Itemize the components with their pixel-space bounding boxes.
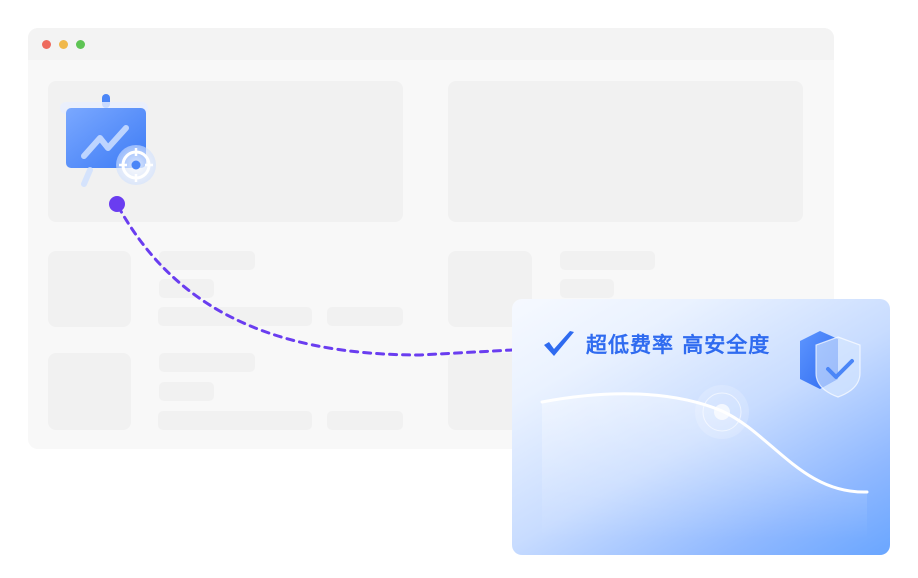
skeleton-line: [159, 382, 214, 401]
skeleton-line: [327, 307, 403, 326]
feature-card: 超低费率 高安全度: [512, 299, 890, 555]
browser-window: [28, 28, 834, 449]
card-title: 超低费率 高安全度: [586, 333, 771, 357]
checkmark-icon: [544, 331, 574, 356]
skeleton-line: [560, 279, 614, 298]
close-window-dot[interactable]: [42, 40, 51, 49]
trend-curve: [540, 385, 869, 539]
skeleton-line: [158, 411, 312, 430]
minimize-window-dot[interactable]: [59, 40, 68, 49]
skeleton-line: [158, 307, 312, 326]
skeleton-line: [159, 279, 214, 298]
skeleton-line: [560, 251, 655, 270]
window-titlebar: [28, 28, 834, 60]
maximize-window-dot[interactable]: [76, 40, 85, 49]
skeleton-thumb: [48, 353, 131, 430]
skeleton-line: [327, 411, 403, 430]
skeleton-thumb: [48, 251, 131, 327]
shield-check-icon: [800, 331, 861, 398]
skeleton-line: [159, 353, 255, 372]
pulse-dot: [714, 404, 730, 420]
skeleton-line: [159, 251, 255, 270]
presentation-board-chart-icon: [60, 94, 156, 187]
skeleton-panel-right: [448, 81, 803, 222]
